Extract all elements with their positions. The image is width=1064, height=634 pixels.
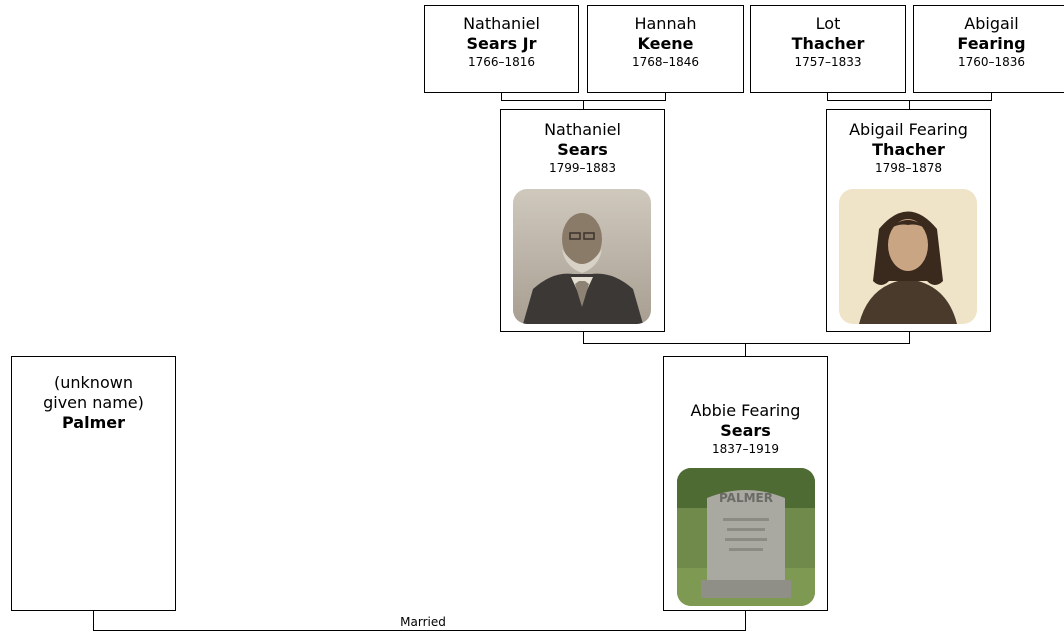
connector-line <box>583 100 584 109</box>
connector-line <box>665 93 666 101</box>
given-name: Nathaniel <box>463 14 540 33</box>
portrait-photo <box>839 189 977 324</box>
given-name-line-2: given name) <box>43 393 144 412</box>
person-card-lot-thacher[interactable]: Lot Thacher 1757–1833 <box>750 5 906 93</box>
marriage-line <box>93 630 746 631</box>
person-card-abigail-fearing[interactable]: Abigail Fearing 1760–1836 <box>913 5 1064 93</box>
connector-line <box>745 343 746 356</box>
life-dates: 1760–1836 <box>957 55 1026 69</box>
connector-line <box>501 93 502 101</box>
life-dates: 1766–1816 <box>467 55 536 69</box>
person-card-nathaniel-sears-jr[interactable]: Nathaniel Sears Jr 1766–1816 <box>424 5 579 93</box>
marriage-line <box>93 611 94 631</box>
given-name: Abigail Fearing <box>849 120 968 139</box>
given-name-line-1: (unknown <box>54 373 133 392</box>
given-name: Lot <box>815 14 841 33</box>
marriage-line <box>745 611 746 631</box>
connector-line <box>991 93 992 101</box>
life-dates: 1757–1833 <box>794 55 862 69</box>
married-label: Married <box>384 615 462 629</box>
gravestone-photo: PALMER <box>677 468 815 606</box>
connector-line <box>909 332 910 344</box>
connector-line <box>583 332 584 344</box>
gravestone-inscription: PALMER <box>719 491 773 505</box>
person-card-palmer[interactable]: (unknown given name) Palmer <box>11 356 176 611</box>
person-card-abigail-fearing-thacher[interactable]: Abigail Fearing Thacher 1798–1878 <box>826 109 991 332</box>
connector-line <box>583 343 910 344</box>
portrait-photo <box>513 189 651 324</box>
life-dates: 1837–1919 <box>711 442 780 456</box>
connector-line <box>909 100 910 109</box>
surname: Thacher <box>791 34 865 53</box>
person-card-nathaniel-sears[interactable]: Nathaniel Sears 1799–1883 <box>500 109 665 332</box>
given-name: Hannah <box>634 14 697 33</box>
surname: Fearing <box>957 34 1026 53</box>
person-card-hannah-keene[interactable]: Hannah Keene 1768–1846 <box>587 5 744 93</box>
surname: Thacher <box>872 140 945 159</box>
surname: Sears Jr <box>466 34 537 53</box>
surname: Keene <box>637 34 694 53</box>
given-name: Abbie Fearing <box>690 401 801 420</box>
person-card-abbie-fearing-sears[interactable]: Abbie Fearing Sears 1837–1919 PALMER <box>663 356 828 611</box>
connector-line <box>827 93 828 101</box>
given-name: Nathaniel <box>544 120 621 139</box>
life-dates: 1799–1883 <box>548 161 617 175</box>
given-name: Abigail <box>964 14 1019 33</box>
surname: Sears <box>557 140 608 159</box>
life-dates: 1768–1846 <box>631 55 700 69</box>
surname: Palmer <box>62 413 125 432</box>
life-dates: 1798–1878 <box>874 161 943 175</box>
surname: Sears <box>720 421 771 440</box>
